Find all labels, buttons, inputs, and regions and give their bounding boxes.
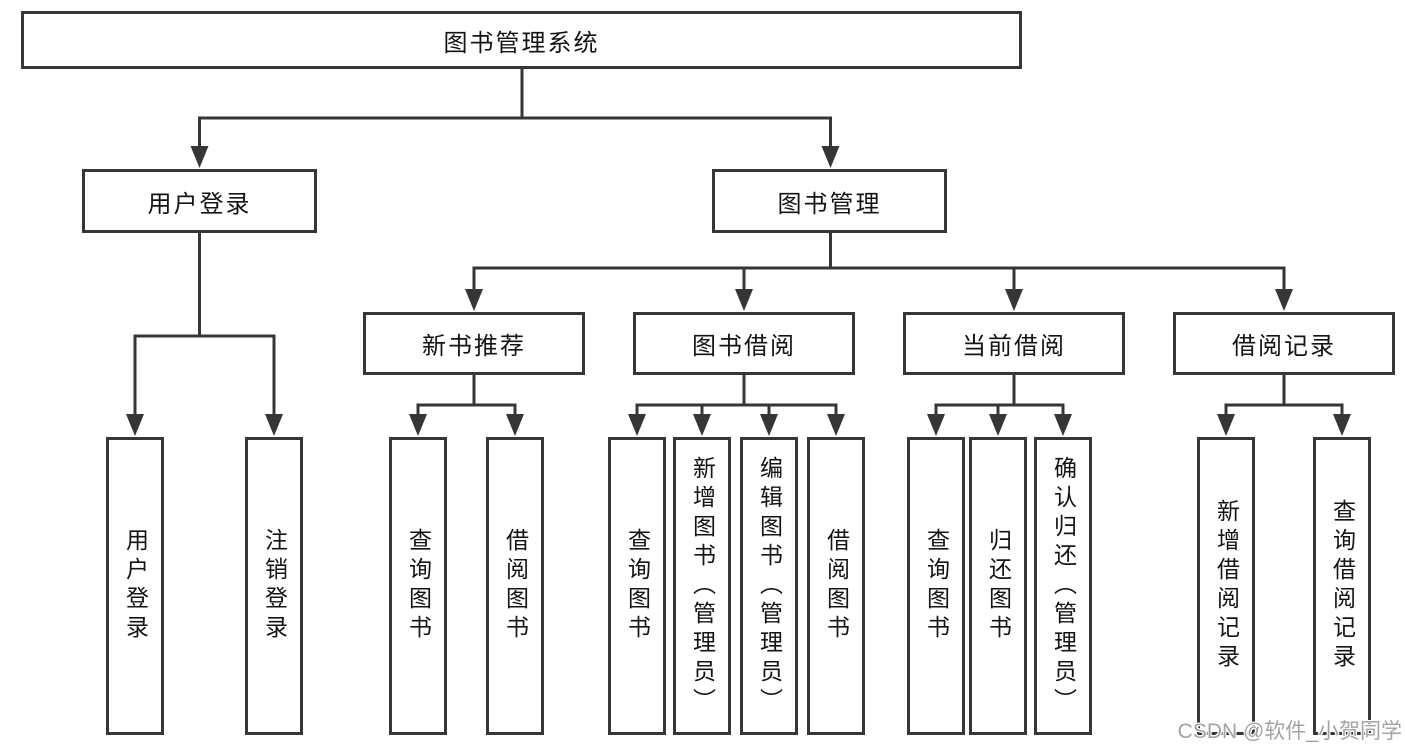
leaf-add-borrow-record: 新增借阅记录 bbox=[1197, 437, 1255, 735]
node-root-label: 图书管理系统 bbox=[443, 29, 600, 57]
leaf-query-books-1: 查询图书 bbox=[389, 437, 447, 735]
connector-group4-to-leaves bbox=[1217, 373, 1351, 436]
node-book-borrow: 图书借阅 bbox=[633, 312, 855, 375]
leaf-borrow-books-2: 借阅图书 bbox=[807, 437, 865, 735]
connector-user-to-leaves bbox=[126, 231, 283, 436]
leaf-confirm-return-admin-label: 确认归还（管理员） bbox=[1050, 455, 1077, 717]
connector-mgmt-to-groups bbox=[465, 231, 1293, 311]
node-current-borrow-label: 当前借阅 bbox=[962, 333, 1066, 360]
node-book-management-branch-label: 图书管理 bbox=[777, 190, 882, 218]
connector-group1-to-leaves bbox=[409, 373, 524, 436]
leaf-query-borrow-record: 查询借阅记录 bbox=[1313, 437, 1371, 735]
leaf-return-books: 归还图书 bbox=[969, 437, 1027, 735]
node-new-book-recommend: 新书推荐 bbox=[363, 312, 585, 375]
node-new-book-recommend-label: 新书推荐 bbox=[422, 333, 526, 360]
node-user-login-branch-label: 用户登录 bbox=[147, 190, 252, 218]
connector-root-to-branches bbox=[190, 67, 840, 168]
connector-group2-to-leaves bbox=[628, 373, 845, 436]
leaf-add-books-admin-label: 新增图书（管理员） bbox=[689, 455, 716, 717]
leaf-query-books-1-label: 查询图书 bbox=[405, 528, 432, 644]
node-user-login-branch: 用户登录 bbox=[82, 169, 317, 233]
leaf-return-books-label: 归还图书 bbox=[985, 528, 1012, 644]
leaf-edit-books-admin: 编辑图书（管理员） bbox=[740, 437, 798, 735]
node-borrow-records-label: 借阅记录 bbox=[1232, 333, 1336, 360]
leaf-edit-books-admin-label: 编辑图书（管理员） bbox=[756, 455, 783, 717]
leaf-query-books-2-label: 查询图书 bbox=[624, 528, 651, 644]
leaf-borrow-books-1: 借阅图书 bbox=[486, 437, 544, 735]
leaf-borrow-books-2-label: 借阅图书 bbox=[823, 528, 850, 644]
leaf-query-borrow-record-label: 查询借阅记录 bbox=[1329, 499, 1356, 673]
node-book-management-branch: 图书管理 bbox=[712, 169, 947, 233]
leaf-confirm-return-admin: 确认归还（管理员） bbox=[1034, 437, 1092, 735]
leaf-user-login: 用户登录 bbox=[106, 437, 164, 735]
connector-group3-to-leaves bbox=[927, 373, 1072, 436]
leaf-user-login-label: 用户登录 bbox=[122, 528, 149, 644]
leaf-query-books-3: 查询图书 bbox=[907, 437, 965, 735]
node-borrow-records: 借阅记录 bbox=[1173, 312, 1395, 375]
node-root: 图书管理系统 bbox=[21, 11, 1022, 69]
leaf-query-books-3-label: 查询图书 bbox=[923, 528, 950, 644]
leaf-borrow-books-1-label: 借阅图书 bbox=[502, 528, 529, 644]
node-current-borrow: 当前借阅 bbox=[903, 312, 1125, 375]
leaf-logout: 注销登录 bbox=[245, 437, 303, 735]
leaf-add-books-admin: 新增图书（管理员） bbox=[673, 437, 731, 735]
leaf-logout-label: 注销登录 bbox=[261, 528, 288, 644]
watermark-text: CSDN @软件_小贺同学 bbox=[1177, 720, 1402, 743]
node-book-borrow-label: 图书借阅 bbox=[692, 333, 796, 360]
leaf-query-books-2: 查询图书 bbox=[608, 437, 666, 735]
leaf-add-borrow-record-label: 新增借阅记录 bbox=[1213, 499, 1240, 673]
